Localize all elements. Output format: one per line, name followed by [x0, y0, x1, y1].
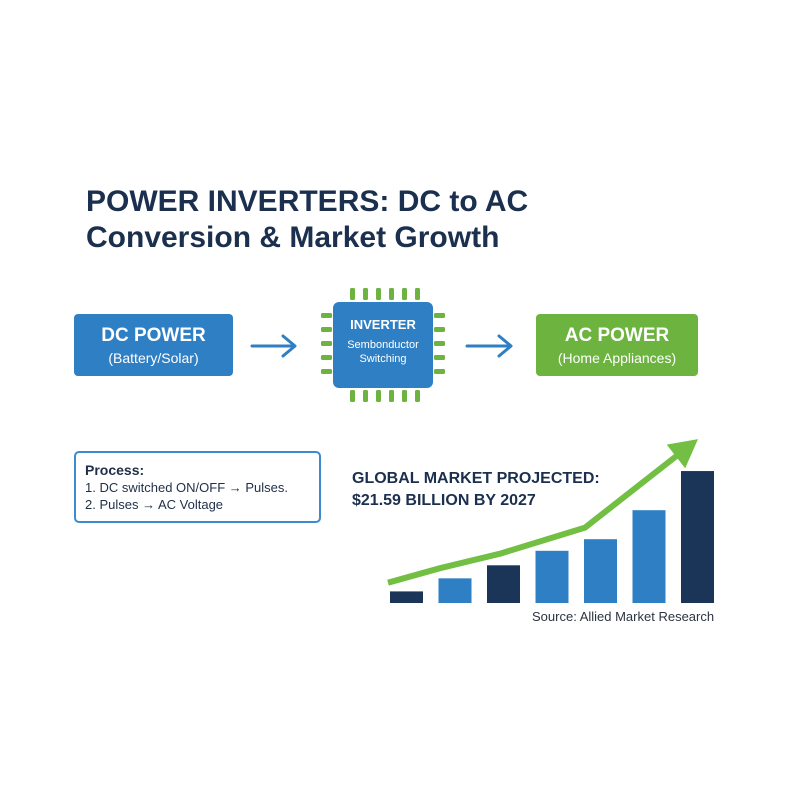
trend-arrow-head — [666, 439, 698, 469]
flow-arrow-inverter-to-ac — [465, 334, 513, 358]
market-bar-7 — [681, 471, 714, 603]
market-bar-6 — [632, 510, 666, 603]
dc-power-box: DC POWER (Battery/Solar) — [74, 314, 233, 376]
inverter-chip: INVERTER Sembonductor Switching — [333, 302, 433, 388]
chip-pin-bottom — [389, 390, 394, 402]
dc-power-title: DC POWER — [101, 325, 206, 346]
chip-pin-top — [402, 288, 407, 300]
process-title: Process: — [85, 462, 145, 478]
chip-pin-bottom — [363, 390, 368, 402]
chip-pin-left — [321, 355, 332, 360]
process-step-1: 1. DC switched ON/OFF → Pulses. — [85, 480, 288, 495]
market-bar-3 — [487, 565, 520, 603]
ac-power-subtitle: (Home Appliances) — [557, 350, 677, 366]
page-title: POWER INVERTERS: DC to AC Conversion & M… — [86, 184, 726, 256]
chip-pin-right — [434, 313, 445, 318]
chip-pin-right — [434, 327, 445, 332]
chip-pin-top — [363, 288, 368, 300]
process-step-2: 2. Pulses → AC Voltage — [85, 497, 224, 512]
title-line-2: Conversion & Market Growth — [86, 221, 500, 254]
inverter-subtitle-line-2: Switching — [359, 353, 407, 365]
market-bar-2 — [438, 578, 472, 603]
market-projection-line-1: GLOBAL MARKET PROJECTED: — [352, 470, 600, 487]
market-projection-line-2: $21.59 BILLION BY 2027 — [352, 492, 536, 509]
chip-pin-bottom — [376, 390, 381, 402]
market-bar-1 — [390, 591, 423, 603]
inverter-title: INVERTER — [350, 317, 416, 332]
source-note: Source: Allied Market Research — [532, 609, 715, 624]
chip-pin-right — [434, 355, 445, 360]
dc-power-subtitle: (Battery/Solar) — [108, 350, 199, 366]
chip-pin-top — [376, 288, 381, 300]
chip-pin-right — [434, 341, 445, 346]
chip-pin-bottom — [402, 390, 407, 402]
market-projection: GLOBAL MARKET PROJECTED: $21.59 BILLION … — [352, 468, 652, 512]
chip-pin-top — [415, 288, 420, 300]
chip-pin-left — [321, 327, 332, 332]
chip-pin-left — [321, 369, 332, 374]
chip-pin-top — [389, 288, 394, 300]
chip-pin-top — [350, 288, 355, 300]
market-bar-5 — [584, 539, 617, 603]
inverter-subtitle-line-1: Sembonductor — [347, 339, 419, 351]
title-line-1: POWER INVERTERS: DC to AC — [86, 185, 529, 218]
chip-pin-bottom — [350, 390, 355, 402]
process-box: Process: 1. DC switched ON/OFF → Pulses.… — [74, 451, 321, 523]
market-bar-4 — [535, 550, 569, 603]
ac-power-box: AC POWER (Home Appliances) — [536, 314, 698, 376]
chip-pin-left — [321, 341, 332, 346]
ac-power-title: AC POWER — [564, 325, 670, 346]
flow-arrow-dc-to-inverter — [250, 334, 297, 358]
chip-pin-left — [321, 313, 332, 318]
chip-pin-right — [434, 369, 445, 374]
chip-pin-bottom — [415, 390, 420, 402]
